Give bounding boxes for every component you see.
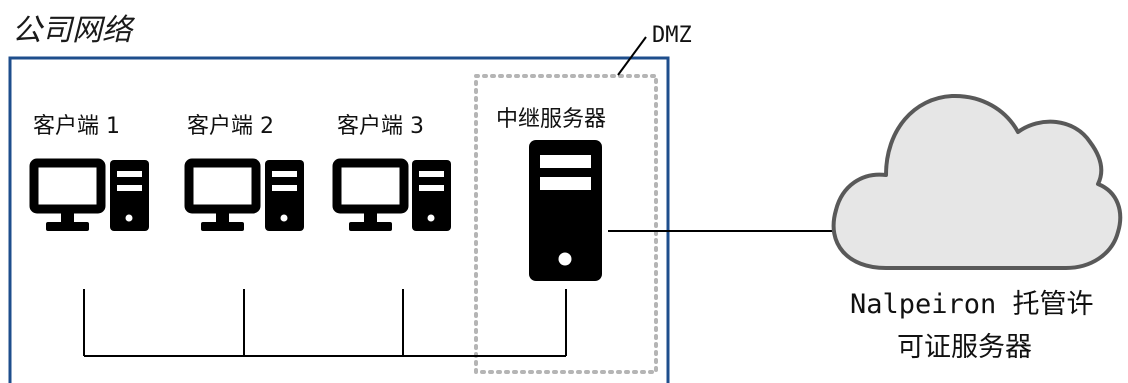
server-tower-icon [529,140,602,281]
network-title: 公司网络 [12,13,136,48]
dmz-callout-line [617,36,647,76]
lan-connections [83,289,567,357]
dmz-boundary [474,74,658,374]
cloud-label-line1: Nalpeiron 托管许 [850,289,1094,320]
client-2-label: 客户端 2 [187,114,274,139]
desktop-tower-icon [412,160,451,231]
client-2-computer [184,158,304,231]
monitor-icon [29,158,106,231]
desktop-tower-icon [110,160,149,231]
client-3-computer [332,158,451,231]
dmz-label: DMZ [652,23,692,48]
cloud-icon [831,93,1123,270]
client-1-computer [29,158,149,231]
cloud-label-line2: 可证服务器 [897,332,1032,363]
relay-server-label: 中继服务器 [496,107,606,132]
monitor-icon [184,158,261,231]
monitor-icon [332,158,409,231]
desktop-tower-icon [265,160,304,231]
client-3-label: 客户端 3 [337,114,424,139]
company-network-boundary [8,56,670,383]
client-1-label: 客户端 1 [33,114,120,139]
